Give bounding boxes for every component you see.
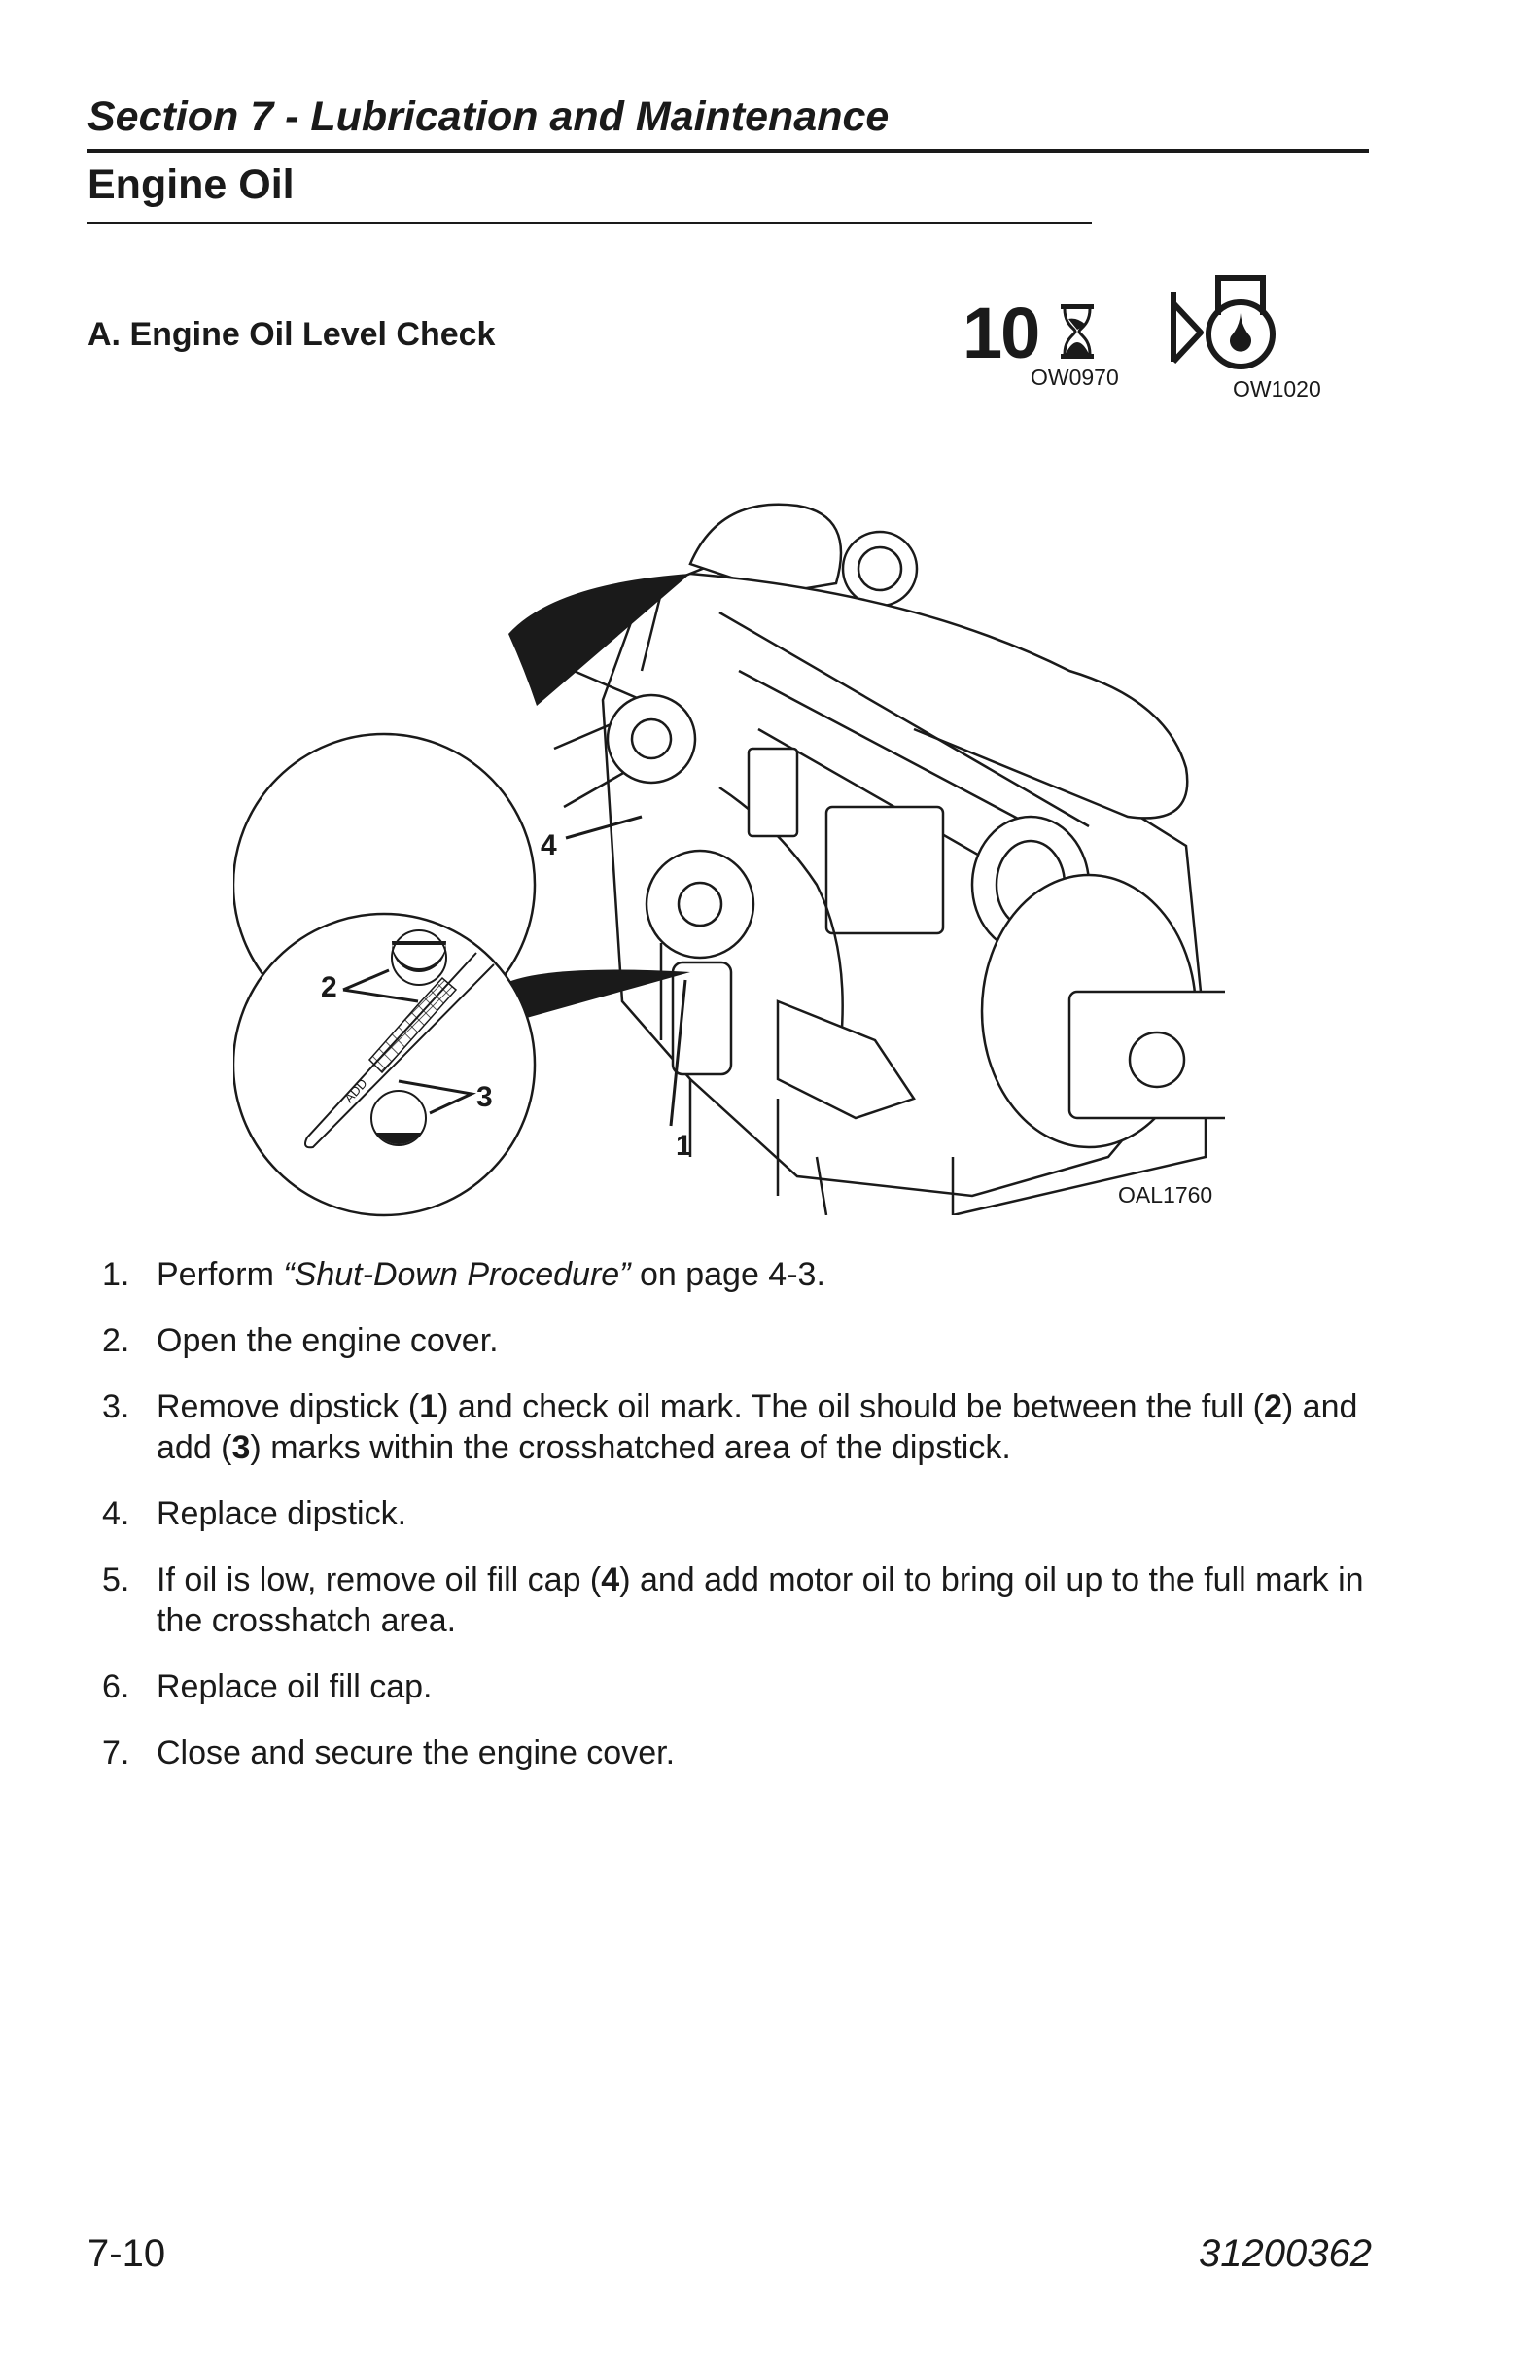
interval-code: OW0970 — [1031, 365, 1119, 390]
procedure-steps: 1. Perform “Shut-Down Procedure” on page … — [102, 1254, 1385, 1799]
procedure-reference: “Shut-Down Procedure” — [283, 1256, 631, 1293]
section-title: Section 7 - Lubrication and Maintenance — [88, 93, 890, 140]
engine-illustration — [233, 503, 1225, 1215]
step-text: ) and add motor oil to bring oil up to t… — [157, 1561, 1364, 1639]
step-text: Replace dipstick. — [157, 1495, 407, 1532]
step-item: 2. Open the engine cover. — [102, 1320, 1385, 1361]
callout-ref: 3 — [231, 1429, 251, 1466]
step-text: ) and add ( — [157, 1388, 1358, 1466]
callout-ref: 1 — [419, 1388, 438, 1425]
step-text: If oil is low, remove oil fill cap ( — [157, 1561, 602, 1598]
step-text: on page 4-3. — [630, 1256, 825, 1293]
hourglass-icon — [1061, 304, 1094, 359]
callout-ref: 2 — [1263, 1388, 1282, 1425]
dipstick-inset: ADD 2 3 1 — [233, 912, 692, 1217]
header-rule — [88, 149, 1369, 153]
step-item: 4. Replace dipstick. — [102, 1493, 1385, 1534]
step-number: 2. — [102, 1322, 130, 1359]
callout-2: 2 — [321, 971, 337, 1003]
page-title: Engine Oil — [88, 161, 295, 208]
step-item: 6. Replace oil fill cap. — [102, 1666, 1385, 1707]
step-text: ) and check oil mark. The oil should be … — [438, 1388, 1264, 1425]
step-text: Replace oil fill cap. — [157, 1668, 433, 1705]
step-text: Perform — [157, 1256, 284, 1293]
step-number: 1. — [102, 1256, 130, 1293]
callout-1: 1 — [676, 1130, 692, 1162]
step-item: 5. If oil is low, remove oil fill cap (4)… — [102, 1559, 1385, 1641]
figure-code: OAL1760 — [1118, 1182, 1213, 1208]
engine-oil-drop-icon — [1171, 275, 1276, 369]
step-number: 7. — [102, 1734, 130, 1771]
step-item: 7. Close and secure the engine cover. — [102, 1732, 1385, 1773]
page-number: 7-10 — [88, 2232, 166, 2275]
step-text: Remove dipstick ( — [157, 1388, 420, 1425]
step-text: Close and secure the engine cover. — [157, 1734, 676, 1771]
engine-oil-code: OW1020 — [1233, 376, 1321, 402]
subsection-title: A. Engine Oil Level Check — [88, 316, 496, 353]
step-number: 5. — [102, 1561, 130, 1598]
step-number: 3. — [102, 1388, 130, 1425]
title-rule — [88, 222, 1092, 224]
callout-3: 3 — [476, 1081, 493, 1113]
interval-value: 10 — [962, 293, 1040, 373]
callout-ref: 4 — [601, 1561, 620, 1598]
step-item: 1. Perform “Shut-Down Procedure” on page … — [102, 1254, 1385, 1295]
step-text: Open the engine cover. — [157, 1322, 499, 1359]
step-number: 4. — [102, 1495, 130, 1532]
callout-4-leader: 4 — [541, 815, 643, 861]
step-item: 3. Remove dipstick (1) and check oil mark… — [102, 1386, 1385, 1468]
callout-4: 4 — [541, 829, 557, 861]
document-number: 31200362 — [1199, 2232, 1372, 2275]
step-number: 6. — [102, 1668, 130, 1705]
step-text: ) marks within the crosshatched area of … — [250, 1429, 1011, 1466]
